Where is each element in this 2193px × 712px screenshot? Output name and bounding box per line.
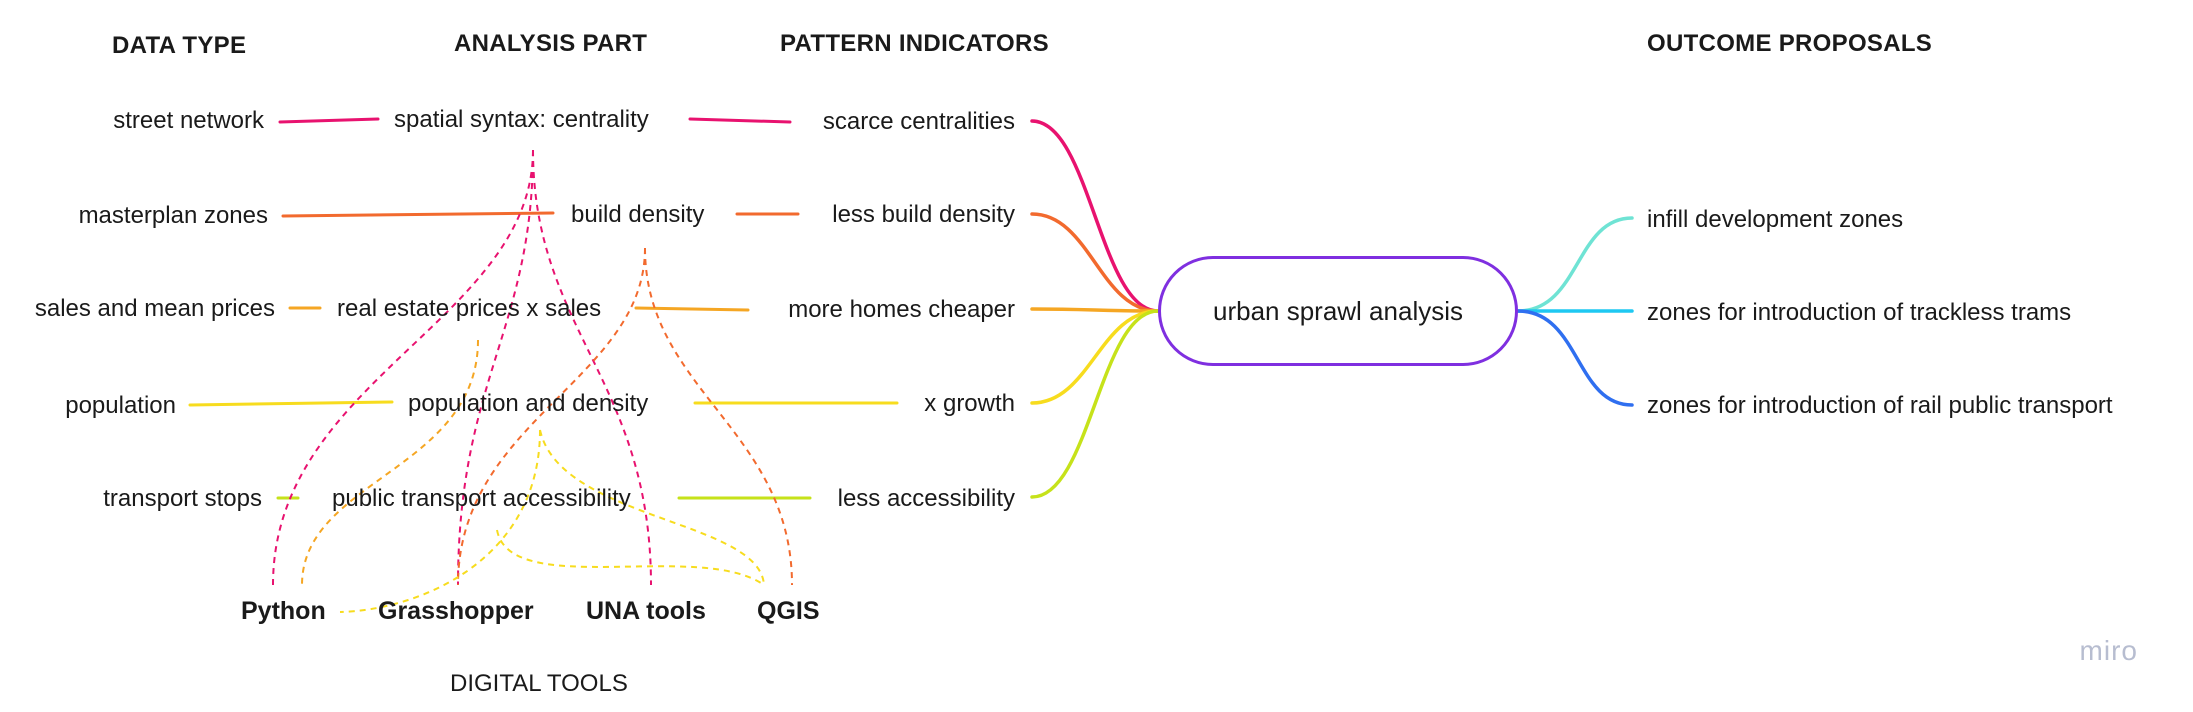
tool-python: Python	[241, 597, 326, 625]
data-type-item: masterplan zones	[78, 202, 268, 229]
tool-link-grasshopper-density	[457, 247, 646, 586]
pattern-item: x growth	[924, 390, 1015, 417]
pattern-item: less build density	[832, 201, 1015, 228]
header-digital-tools: DIGITAL TOOLS	[450, 670, 628, 697]
tool-link-qgis-density	[644, 247, 793, 586]
header-analysis-part: ANALYSIS PART	[454, 30, 648, 57]
tool-link-python-centrality	[272, 149, 534, 586]
pattern-item: scarce centralities	[822, 108, 1015, 135]
tool-link-una-centrality	[532, 149, 652, 586]
analysis-item: spatial syntax: centrality	[394, 106, 649, 133]
data-type-item: street network	[113, 107, 264, 134]
miro-logo: miro	[2079, 635, 2138, 666]
branch-x-growth	[1030, 309, 1160, 405]
header-data-type: DATA TYPE	[112, 32, 247, 59]
tool-link-grasshopper-population	[339, 429, 541, 613]
tool-link-grasshopper-centrality	[457, 149, 534, 586]
data-type-item: transport stops	[103, 485, 262, 512]
pattern-item: more homes cheaper	[788, 296, 1015, 323]
outcome-item: zones for introduction of trackless tram…	[1647, 299, 2072, 326]
header-outcome-proposals: OUTCOME PROPOSALS	[1647, 30, 1933, 57]
analysis-item: build density	[571, 201, 705, 228]
analysis-item: real estate prices x sales	[337, 295, 602, 322]
branch-infill	[1516, 216, 1634, 313]
outcome-item: zones for introduction of rail public tr…	[1647, 392, 2113, 419]
tool-qgis: QGIS	[757, 597, 820, 625]
tool-una-tools: UNA tools	[586, 597, 706, 625]
header-pattern-indicators: PATTERN INDICATORS	[780, 30, 1049, 57]
connector-masterplan-zones	[281, 211, 555, 218]
analysis-item: public transport accessibility	[332, 485, 631, 512]
branch-scarce-centralities	[1030, 119, 1160, 313]
tool-grasshopper: Grasshopper	[378, 597, 534, 625]
analysis-item: population and density	[408, 390, 649, 417]
central-node-label: urban sprawl analysis	[1212, 295, 1463, 326]
data-type-item: sales and mean prices	[34, 295, 275, 322]
pattern-item: less accessibility	[837, 485, 1015, 512]
central-node[interactable]: urban sprawl analysis	[1158, 256, 1518, 366]
connector-centrality	[688, 117, 792, 124]
tool-link-python-realestate	[301, 339, 479, 586]
branch-more-homes-cheaper	[1030, 307, 1160, 313]
branch-rail	[1516, 309, 1634, 407]
outcome-item: infill development zones	[1647, 206, 1904, 233]
connector-population	[188, 400, 394, 407]
tool-link-qgis-ptaccess	[496, 529, 765, 586]
data-type-item: population	[65, 392, 176, 419]
connector-real-estate	[634, 306, 750, 312]
tool-link-qgis-population	[539, 429, 765, 586]
connector-street-network	[278, 117, 380, 124]
branch-less-build-density	[1030, 212, 1160, 313]
branch-less-accessibility	[1030, 309, 1160, 499]
